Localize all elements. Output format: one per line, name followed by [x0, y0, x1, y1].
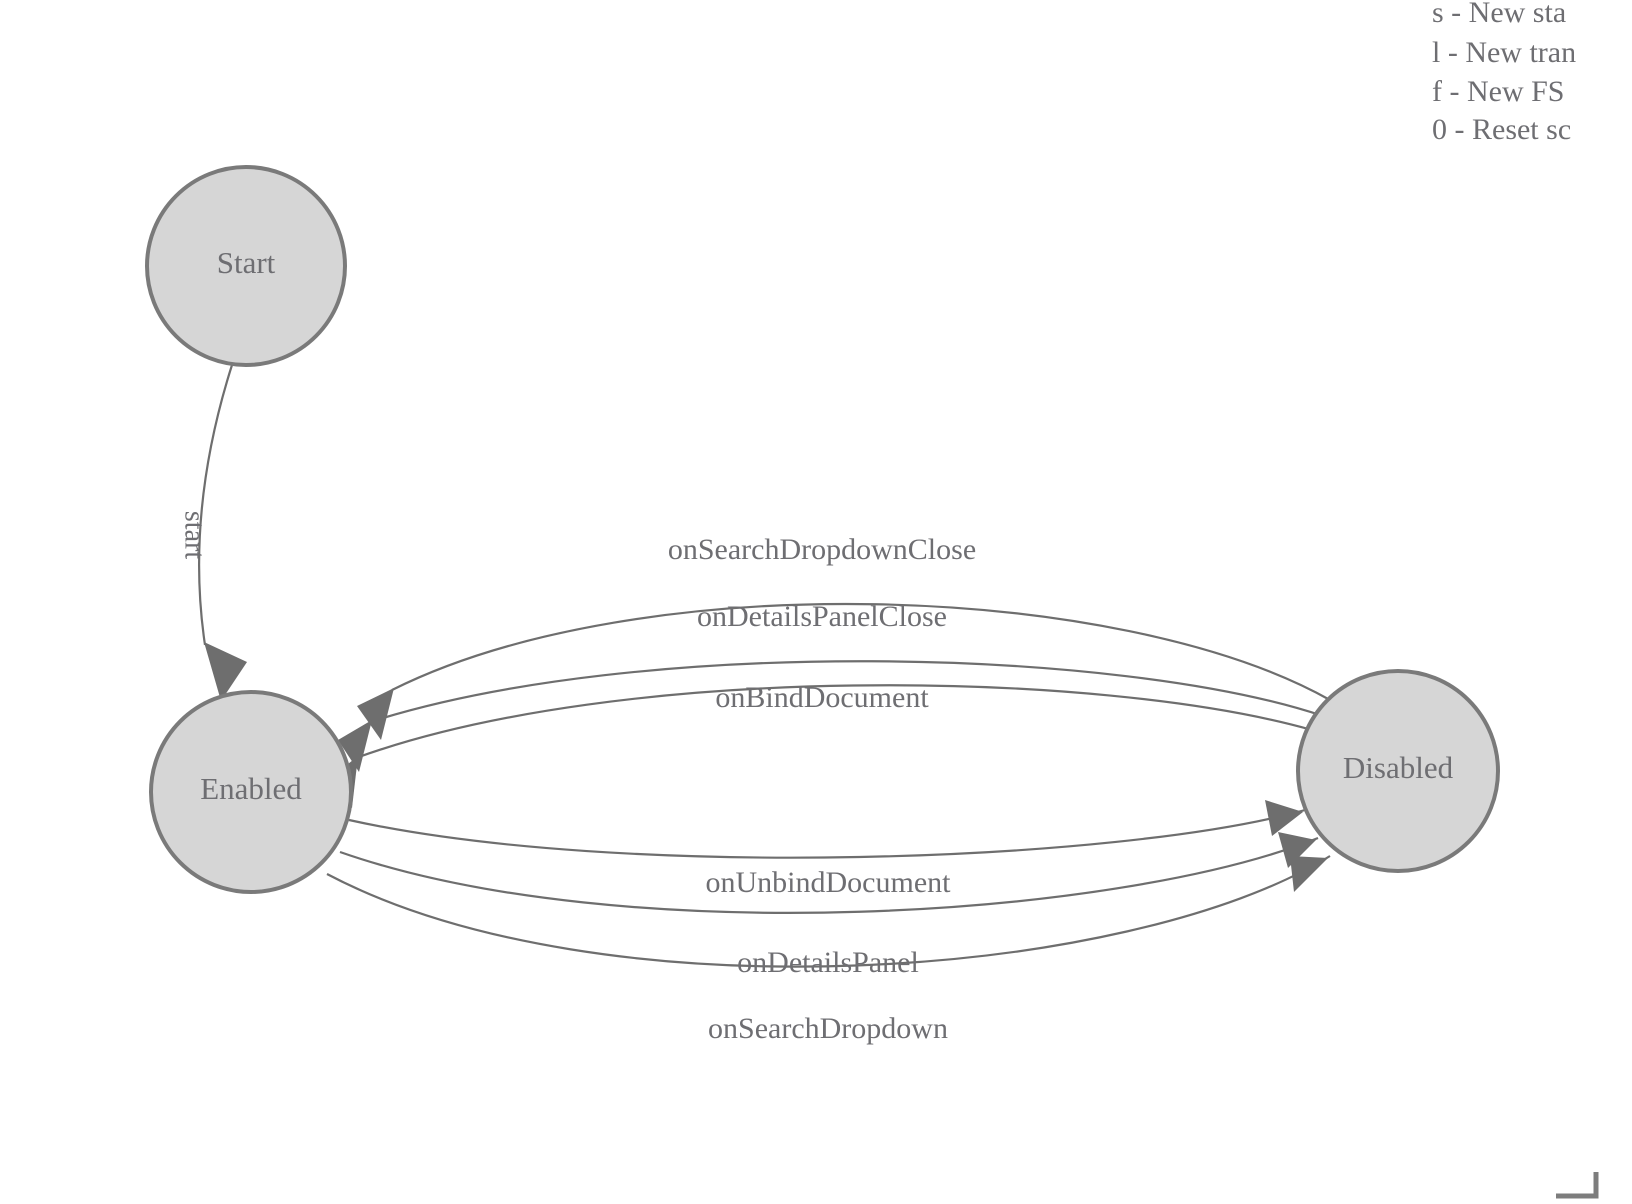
- legend-item-new-fsm: f - New FS: [1432, 75, 1565, 108]
- transition-onsearchdropdownclose-path: [391, 602, 1331, 701]
- legend-item-new-transition: l - New tran: [1432, 36, 1576, 69]
- state-node-start[interactable]: Start: [145, 165, 347, 367]
- transition-onbinddocument-path: [355, 684, 1313, 760]
- state-node-enabled[interactable]: Enabled: [149, 690, 353, 894]
- transition-ondetailspanelclose-arrowhead: [338, 720, 372, 772]
- transition-ondetailspanelclose-path: [369, 660, 1324, 724]
- state-node-enabled-circle: [149, 690, 353, 894]
- transition-onunbinddocument-arrowhead: [1265, 800, 1303, 836]
- transition-label-start: start: [179, 511, 210, 559]
- state-node-disabled-circle: [1296, 669, 1500, 873]
- legend-item-new-state: s - New sta: [1432, 0, 1566, 29]
- transition-label-onunbinddocument: onUnbindDocument: [706, 866, 952, 899]
- transition-onsearchdropdown-path: [326, 855, 1331, 968]
- transition-label-onsearchdropdownclose: onSearchDropdownClose: [668, 533, 976, 566]
- transition-start-arrowhead: [204, 642, 247, 701]
- transition-onunbinddocument-path: [348, 808, 1306, 859]
- state-node-disabled-label: Disabled: [1343, 750, 1454, 785]
- transition-onsearchdropdownclose-arrowhead: [357, 688, 394, 740]
- transition-ondetailspanel[interactable]: [339, 832, 1319, 914]
- transition-start-path: [197, 364, 234, 646]
- legend-item-reset: 0 - Reset sc: [1432, 113, 1571, 146]
- transition-onsearchdropdown[interactable]: [326, 855, 1331, 968]
- transition-label-onbinddocument: onBindDocument: [715, 681, 929, 714]
- keyboard-shortcut-legend: s - New sta l - New tran f - New FS 0 - …: [1432, 0, 1576, 146]
- state-node-disabled[interactable]: Disabled: [1296, 669, 1500, 873]
- transition-start[interactable]: [197, 364, 247, 701]
- state-node-start-label: Start: [217, 245, 276, 280]
- resize-corner-bracket-icon[interactable]: [1556, 1172, 1599, 1199]
- transition-onsearchdropdown-arrowhead: [1290, 856, 1328, 892]
- state-node-start-circle: [145, 165, 347, 367]
- transition-label-ondetailspanel: onDetailsPanel: [737, 946, 919, 979]
- transition-label-onsearchdropdown: onSearchDropdown: [708, 1012, 948, 1045]
- transition-ondetailspanelclose[interactable]: [338, 660, 1324, 772]
- state-node-enabled-label: Enabled: [200, 771, 302, 806]
- transition-label-ondetailspanelclose: onDetailsPanelClose: [697, 600, 947, 633]
- transition-onsearchdropdownclose[interactable]: [357, 602, 1331, 740]
- transition-ondetailspanel-path: [339, 836, 1319, 914]
- transition-onunbinddocument[interactable]: [348, 800, 1306, 859]
- transition-ondetailspanel-arrowhead: [1278, 832, 1316, 868]
